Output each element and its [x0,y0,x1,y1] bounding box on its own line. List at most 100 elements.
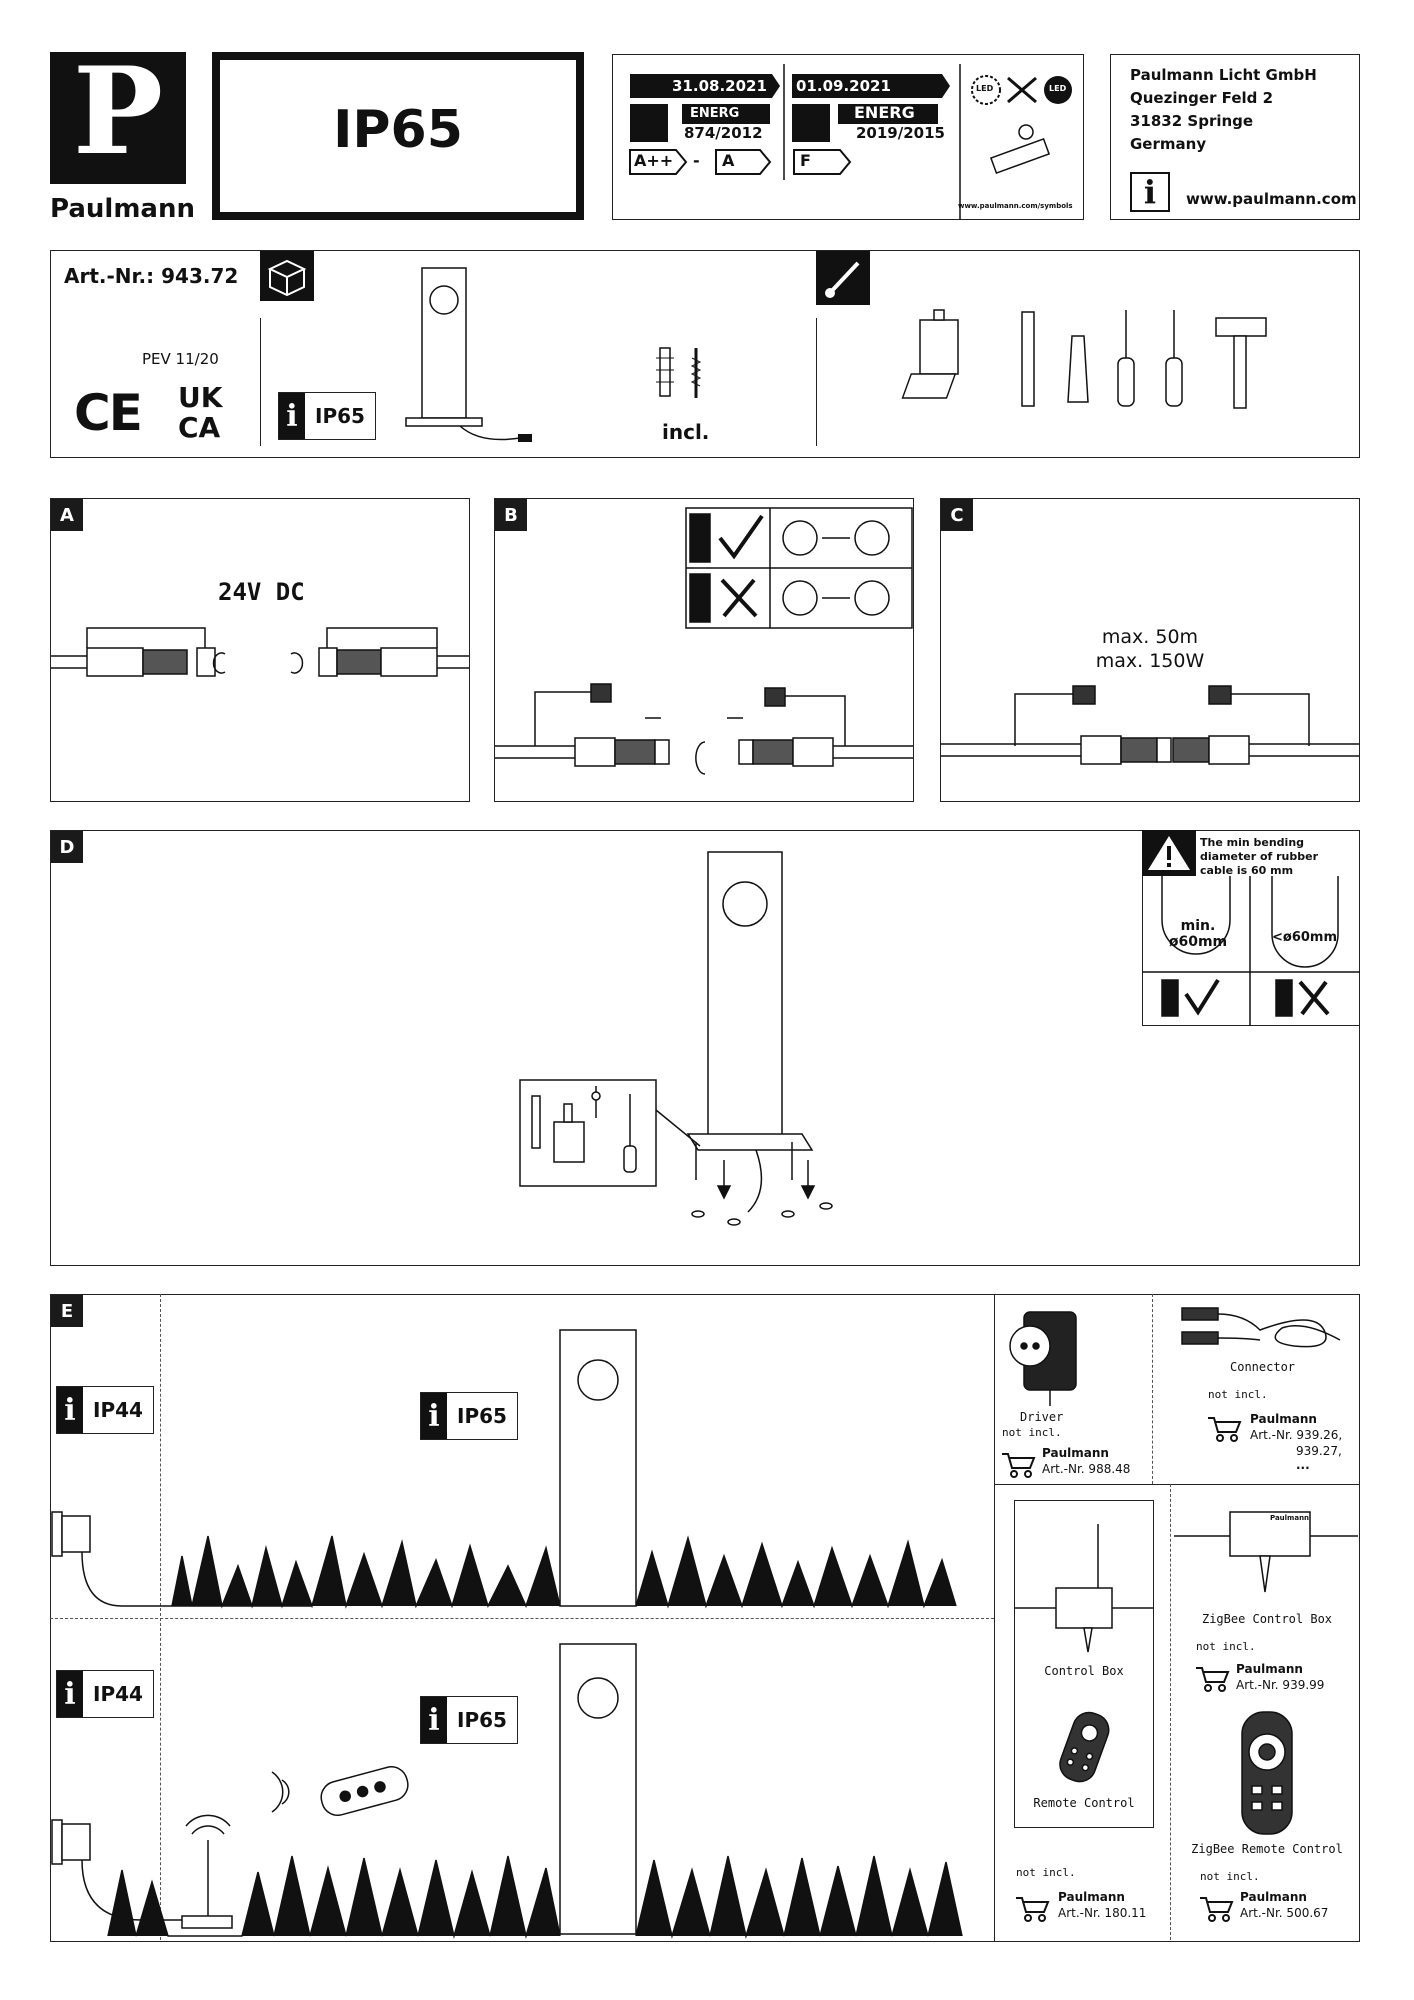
bend-radius-drawing [1142,876,1360,1026]
ip-badge-article: i IP65 [278,392,376,440]
brand-name: Paulmann [50,194,195,224]
ip-rating: IP44 [93,1398,143,1422]
ip-rating: IP65 [457,1404,507,1428]
control-box-icon [1014,1524,1154,1653]
zigbee-box-not-incl: not incl. [1196,1640,1256,1653]
energy-date-old: 31.08.2021 [672,77,767,95]
panel-b: B [494,498,914,802]
company-city: 31832 Springe [1130,112,1254,130]
energy-date-new: 01.09.2021 [796,77,891,95]
cart-icon[interactable] [1000,1450,1036,1478]
company-country: Germany [1130,135,1207,153]
zigbee-control-box-icon [1174,1511,1358,1593]
bend-bad-label: <ø60mm [1272,930,1338,945]
article-panel [50,250,1360,458]
energy-class-new: F [800,151,811,170]
connector-diagram-c [941,685,1359,765]
connector-art-nr-2: 939.27, [1296,1444,1342,1458]
cart-icon[interactable] [1206,1414,1242,1442]
energy-reg-new: 2019/2015 [856,124,945,142]
control-set-frame [1014,1500,1154,1828]
screwdriver-icon [825,261,860,298]
bend-ok-label: min. ø60mm [1168,918,1228,950]
required-tools-drawing [901,309,1267,409]
panel-d: D [50,830,1360,1266]
info-icon: i [1130,172,1170,212]
max-length: max. 50m [1101,626,1199,648]
pev-code: PEV 11/20 [142,350,219,368]
connector-brand: Paulmann [1250,1412,1317,1426]
symbols-url[interactable]: www.paulmann.com/symbols [958,202,1073,210]
panel-c: C [940,498,1360,802]
panel-a: A [50,498,470,802]
cart-icon[interactable] [1194,1664,1230,1692]
info-icon: i [421,1393,447,1439]
pin-orientation-check [685,507,913,629]
connector-name: Connector [1230,1360,1296,1374]
ce-mark: CE [74,384,143,442]
connector-diagram-b [495,683,913,775]
ukca-mark-top: UK [178,381,223,414]
panel-label-c: C [941,499,973,531]
cart-icon[interactable] [1198,1894,1234,1922]
energy-arrows [629,64,1072,220]
zigbee-remote-name: ZigBee Remote Control [1191,1842,1343,1856]
energy-reg-old: 874/2012 [684,124,763,142]
max-power: max. 150W [1095,650,1205,672]
cable-warning-box [1142,830,1360,1026]
connector-art-nr: Art.-Nr. 939.26, [1250,1428,1343,1442]
zigbee-control-box-name: ZigBee Control Box [1201,1612,1333,1626]
energy-label-new: ENERG [854,103,915,122]
zigbee-remote-icon [1241,1711,1293,1835]
ip-rating: IP44 [93,1682,143,1706]
info-icon: i [421,1697,447,1743]
info-icon: i [279,393,305,439]
panel-label-a: A [51,499,83,531]
divider-2 [816,318,817,446]
led-label-right: LED [1049,84,1067,93]
ukca-mark-bottom: CA [178,411,221,444]
energy-label-panel [612,54,1084,220]
divider [1170,1484,1171,1940]
divider [994,1484,1360,1485]
energy-class-old-sep: - [693,151,700,170]
driver-art-nr: Art.-Nr. 988.48 [1042,1462,1131,1476]
remote-brand: Paulmann [1058,1890,1125,1904]
company-website[interactable]: www.paulmann.com [1186,190,1357,208]
energy-class-old-from: A++ [634,151,674,170]
driver-brand: Paulmann [1042,1446,1109,1460]
brand-logo-letter: P [72,41,164,182]
company-panel [1110,54,1360,220]
remote-control-name: Remote Control [1033,1796,1135,1810]
company-name: Paulmann Licht GmbH [1130,66,1317,84]
installation-drawing [519,851,833,1226]
panel-label-d: D [51,831,83,863]
zigbee-box-brand: Paulmann [1270,1514,1310,1522]
wall-plug-screw-icon [656,347,702,398]
warning-icon [1148,836,1190,870]
ip-badge-e-top-left: i IP44 [56,1386,154,1434]
cable-warning-text: The min bending diameter of rubber cable… [1200,836,1319,877]
ip-badge-e-bottom-right: i IP65 [420,1696,518,1744]
ip-rating: IP65 [457,1708,507,1732]
divider [160,1294,161,1940]
ip-badge-e-top-right: i IP65 [420,1392,518,1440]
info-icon: i [57,1671,83,1717]
article-number: Art.-Nr.: 943.72 [64,264,239,288]
control-box-name: Control Box [1044,1664,1124,1678]
energy-label-old: ENERG [690,106,740,121]
zigbee-remote-not-incl: not incl. [1200,1870,1260,1883]
title-box [212,52,584,220]
led-label-left: LED [976,84,994,93]
cart-icon[interactable] [1014,1894,1050,1922]
zigbee-box-brand-label: Paulmann [1236,1662,1303,1676]
company-street: Quezinger Feld 2 [1130,89,1274,107]
remote-control-icon [1059,1711,1110,1783]
connector-art-nr-3: ... [1296,1458,1310,1472]
brand-logo [50,52,186,184]
driver-icon [1009,1311,1077,1406]
divider [50,1618,994,1619]
panel-label-e: E [51,1295,83,1327]
panel-label-b: B [495,499,527,531]
energy-class-old-to: A [722,151,735,170]
